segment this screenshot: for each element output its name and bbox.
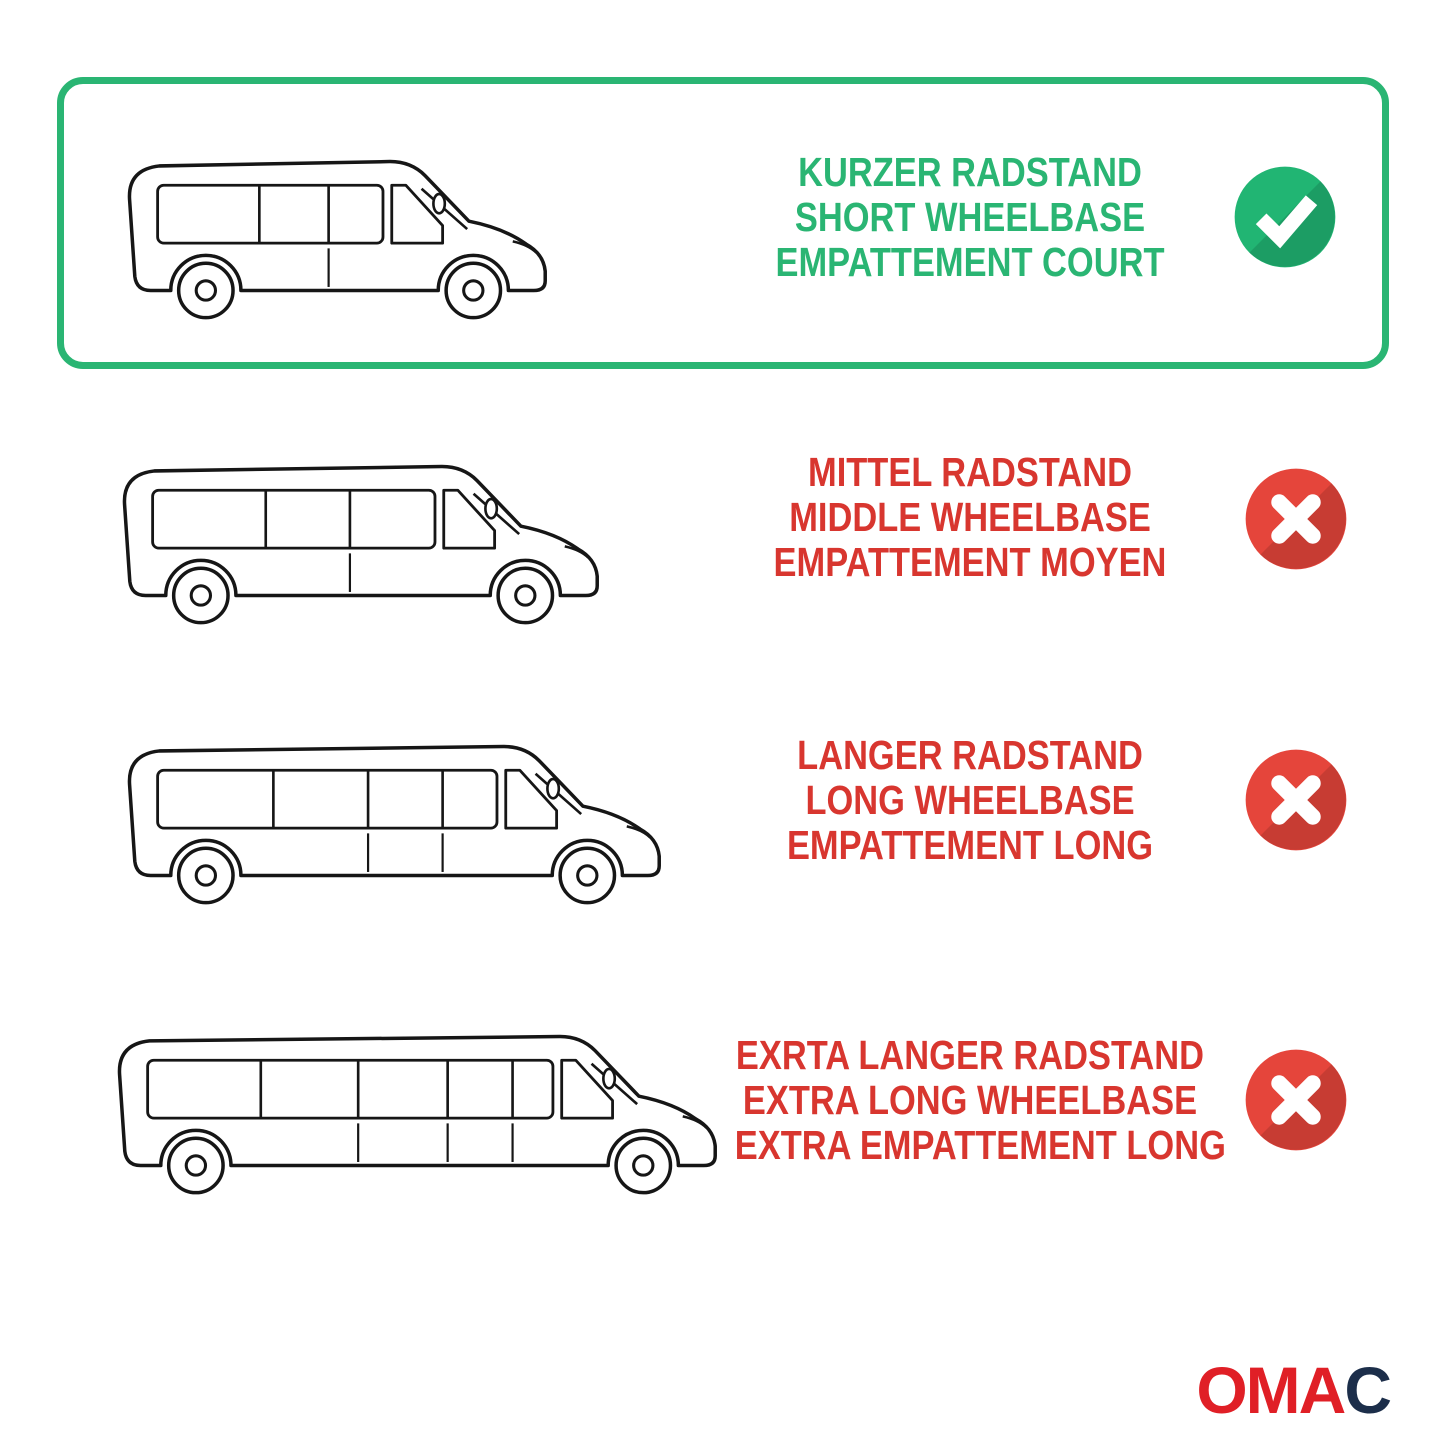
label-line-de: LANGER RADSTAND — [797, 732, 1143, 778]
short-wheelbase-label: KURZER RADSTAND SHORT WHEELBASE EMPATTEM… — [690, 150, 1250, 285]
label-line-de: MITTEL RADSTAND — [808, 449, 1132, 495]
cross-icon — [1243, 466, 1349, 572]
label-line-fr: EXTRA EMPATTEMENT LONG — [734, 1122, 1226, 1168]
cross-icon — [1243, 747, 1349, 853]
extra-long-wheelbase-van-illustration — [95, 990, 731, 1205]
label-line-fr: EMPATTEMENT LONG — [786, 822, 1154, 868]
label-line-de: KURZER RADSTAND — [798, 149, 1142, 195]
label-line-en: MIDDLE WHEELBASE — [789, 494, 1151, 540]
middle-wheelbase-van-illustration — [100, 420, 613, 635]
cross-icon — [1243, 1047, 1349, 1153]
middle-wheelbase-label: MITTEL RADSTAND MIDDLE WHEELBASE EMPATTE… — [690, 450, 1250, 585]
label-line-en: SHORT WHEELBASE — [794, 194, 1146, 240]
logo-text-red: OMA — [1196, 1353, 1346, 1427]
logo-text-navy: C — [1344, 1353, 1392, 1427]
label-line-de: EXRTA LANGER RADSTAND — [735, 1032, 1205, 1078]
omac-logo: OMAC — [1196, 1357, 1392, 1423]
short-wheelbase-van-illustration — [105, 115, 561, 330]
extra-long-wheelbase-label: EXRTA LANGER RADSTAND EXTRA LONG WHEELBA… — [690, 1033, 1250, 1168]
long-wheelbase-van-illustration — [105, 700, 675, 915]
label-line-fr: EMPATTEMENT COURT — [775, 239, 1165, 285]
long-wheelbase-label: LANGER RADSTAND LONG WHEELBASE EMPATTEME… — [690, 733, 1250, 868]
check-icon — [1232, 164, 1338, 270]
label-line-en: EXTRA LONG WHEELBASE — [742, 1077, 1198, 1123]
label-line-en: LONG WHEELBASE — [805, 777, 1135, 823]
label-line-fr: EMPATTEMENT MOYEN — [773, 539, 1167, 585]
